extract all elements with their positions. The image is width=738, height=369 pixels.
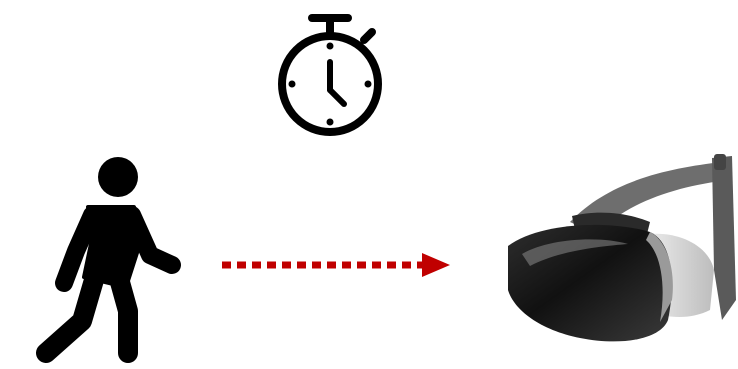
vr-headset-icon — [500, 150, 738, 350]
dotted-arrow-icon — [218, 250, 454, 280]
walking-person-icon — [30, 155, 190, 367]
stopwatch-icon — [268, 10, 392, 140]
